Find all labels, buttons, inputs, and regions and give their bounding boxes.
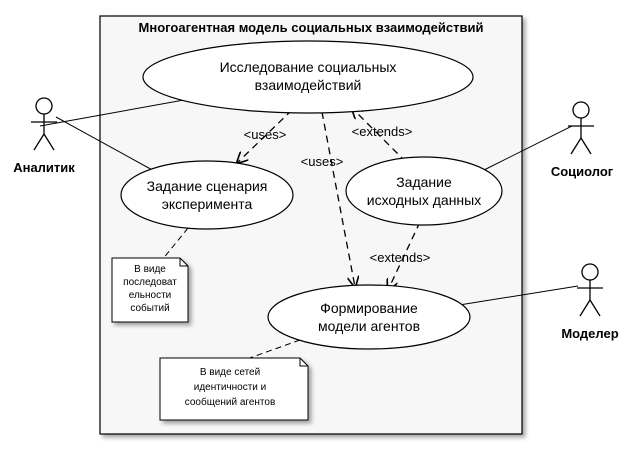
actor-analyst-figure <box>31 97 57 151</box>
note-networks-line3: сообщений агентов <box>185 396 276 408</box>
use-case-research-line1: Исследование социальных <box>220 59 397 75</box>
use-case-input-line2: исходных данных <box>367 192 481 208</box>
note-sequence-line4: событий <box>130 302 169 314</box>
association-modeler-agents <box>452 285 579 307</box>
note-sequence-line1: В виде <box>134 264 166 275</box>
actor-analyst-label: Аналитик <box>13 160 75 175</box>
uses-arrow-center <box>321 111 355 287</box>
extends-arrow-bottom <box>388 221 421 290</box>
note-sequence: В виде последоват ельности событий <box>111 257 189 323</box>
label-uses-center: <uses> <box>301 154 344 169</box>
note-networks-line2: идентичности и <box>194 382 267 393</box>
actor-modeler-label: Моделер <box>561 326 618 341</box>
diagram-title: Многоагентная модель социальных взаимоде… <box>139 20 484 35</box>
label-extends-bottom: <extends> <box>370 250 431 265</box>
use-case-agents-line1: Формирование <box>320 300 418 316</box>
association-analyst-scenario <box>55 116 157 173</box>
use-case-research-line2: взаимодействий <box>255 77 362 93</box>
association-sociologist-input <box>483 125 573 171</box>
use-case-agent-model <box>267 284 471 350</box>
note-networks-line1: В виде сетей <box>200 367 260 378</box>
use-case-scenario-line2: эксперимента <box>162 196 253 212</box>
actor-sociologist-label: Социолог <box>551 164 614 179</box>
uses-arrow-left <box>237 109 293 163</box>
use-case-input-line1: Задание <box>396 174 452 190</box>
association-analyst-research <box>39 97 196 127</box>
use-case-research <box>142 40 474 114</box>
note-sequence-line2: последоват <box>123 277 177 288</box>
label-uses-left: <uses> <box>244 127 287 142</box>
actor-modeler-figure <box>577 263 603 317</box>
use-case-scenario-line1: Задание сценария <box>147 178 268 194</box>
use-case-scenario <box>120 160 294 230</box>
label-extends-top: <extends> <box>352 124 413 139</box>
extends-arrow-top <box>352 108 407 163</box>
use-case-input-data <box>345 156 503 226</box>
note-networks: В виде сетей идентичности и сообщений аг… <box>159 357 309 421</box>
note-sequence-line3: ельности <box>129 290 172 301</box>
note-anchor-sequence <box>161 227 189 261</box>
actor-sociologist-figure <box>568 101 594 155</box>
use-case-agents-line2: модели агентов <box>318 318 420 334</box>
